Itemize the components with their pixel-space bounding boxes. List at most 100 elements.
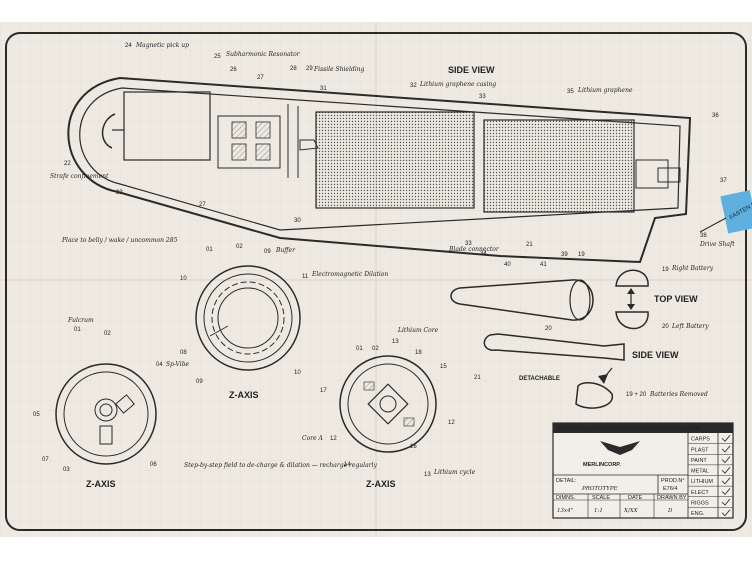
callout-10-center: 10 — [180, 276, 187, 282]
prod-number-value: E76/4 — [663, 486, 677, 492]
note-right-battery: Right Battery — [671, 265, 714, 272]
callout-09-center: 09 — [264, 249, 271, 255]
note-place-to-belly: Place to belly / wake / uncommon 285 — [61, 237, 178, 244]
callout-08: 08 — [180, 350, 187, 356]
paper-tag: FASTEN SELECTOR — [699, 187, 752, 234]
callout-27-top: 27 — [257, 75, 264, 81]
note-electromagnetic-dilation: Electromagnetic Dilation — [311, 271, 388, 278]
callout-32: 32 — [410, 83, 417, 89]
material-row-label: LITHIUM — [691, 479, 713, 485]
note-left-battery: Left Battery — [671, 323, 709, 330]
callout-16: 16 — [410, 444, 417, 450]
callout-09-center-bottom: 09 — [196, 379, 203, 385]
callout-10-center-bottom: 10 — [294, 370, 301, 376]
materials-table: CARPSPLASTPAINTMETALLITHIUMELECTRIGGSENG… — [688, 435, 733, 519]
prod-number-label: PROD.N° — [661, 478, 685, 484]
callout-05: 05 — [33, 412, 40, 418]
checkmark-icon — [721, 509, 731, 517]
callout-38: 38 — [700, 233, 707, 239]
detail-label: DETAIL: — [556, 478, 577, 484]
callout-22: 22 — [64, 161, 71, 167]
callout-33-top: 33 — [479, 94, 486, 100]
subharmonic-resonator — [217, 115, 281, 169]
material-row-label: ENG. — [691, 511, 705, 517]
detail-value: PROTOTYPE — [581, 486, 618, 492]
callout-39: 39 — [561, 252, 568, 258]
callout-40: 40 — [504, 262, 511, 268]
checkmark-icon — [721, 456, 731, 464]
scale-value: 1:1 — [594, 508, 603, 514]
detachable-heading: DETACHABLE — [519, 376, 560, 382]
callout-13-right-top: 13 — [392, 339, 399, 345]
callout-19-right-battery: 19 — [662, 267, 669, 273]
note-fissile-shielding: Fissile Shielding — [313, 66, 365, 73]
z-axis-center-heading: Z-AXIS — [229, 390, 259, 400]
material-row-label: ELECT — [691, 490, 709, 496]
date-label: DATE — [628, 495, 643, 501]
callout-27-bottom: 27 — [199, 202, 206, 208]
checkmark-icon — [721, 466, 731, 474]
note-core-a: Core A — [302, 435, 324, 442]
date-value: X/XX — [623, 508, 639, 514]
note-lithium-core: Lithium Core — [397, 327, 439, 334]
callout-25: 25 — [214, 54, 221, 60]
drawn-by-value: D — [667, 508, 673, 514]
drawn-by-label: DRAWN BY — [657, 495, 687, 501]
callout-23: 23 — [116, 190, 123, 196]
callout-28: 28 — [290, 66, 297, 72]
note-fulcrum: Fulcrum — [67, 317, 94, 324]
note-lithium-cycle: Lithium cycle — [433, 469, 476, 476]
callout-41: 41 — [540, 262, 547, 268]
callout-24: 24 — [125, 43, 132, 49]
merlincorp-logo — [600, 441, 640, 455]
callout-02-left: 02 — [104, 331, 111, 337]
callout-12-left: 12 — [330, 436, 337, 442]
note-step-by-step: Step-by-step field to de-charge & dilati… — [184, 462, 377, 469]
callout-34: 34 — [480, 251, 487, 257]
note-lithium-graphene-casing: Lithium graphene casing — [419, 81, 496, 88]
callout-20-left-battery: 20 — [662, 324, 669, 330]
callout-31: 31 — [320, 86, 327, 92]
company-name: MERLINCORP. — [583, 462, 621, 468]
callout-21: 21 — [474, 375, 481, 381]
note-sp-vibe: Sp-Vibe — [166, 361, 190, 368]
scale-label: SCALE — [592, 495, 610, 501]
detachable-side-view — [483, 333, 625, 409]
callout-18: 18 — [415, 350, 422, 356]
title-block: ELECTROMAGNETIC LITHIUM POWERED EXCALIBU… — [552, 422, 734, 519]
side-view-heading: SIDE VIEW — [448, 65, 495, 75]
z-axis-center-drawing — [195, 265, 301, 371]
material-row-label: PLAST — [691, 447, 709, 453]
detachable-top-view — [450, 269, 649, 330]
callout-15: 15 — [440, 364, 447, 370]
callout-33-bottom: 33 — [465, 241, 472, 247]
callout-19: 19 — [578, 252, 585, 258]
callout-14: 14 — [344, 462, 351, 468]
note-buffer: Buffer — [275, 247, 296, 254]
note-drive-shaft: Drive Shaft — [699, 241, 735, 248]
drawing-frame — [5, 32, 747, 531]
callout-06: 06 — [150, 462, 157, 468]
callout-20: 20 — [545, 326, 552, 332]
lithium-graphene-cell-2 — [483, 119, 635, 213]
callout-19-20: 19 + 20 — [626, 392, 647, 398]
checkmark-icon — [721, 488, 731, 496]
dims-value: 13x4" — [557, 508, 573, 514]
z-axis-right-heading: Z-AXIS — [366, 479, 396, 489]
side-view-small-heading: SIDE VIEW — [632, 350, 679, 360]
note-subharmonic-resonator: Subharmonic Resonator — [226, 51, 301, 58]
checkmark-icon — [721, 498, 731, 506]
callout-02-right: 02 — [372, 346, 379, 352]
callout-11: 11 — [302, 274, 309, 280]
hilt-side-view — [67, 76, 692, 264]
material-row-label: RIGGS — [691, 500, 709, 506]
lithium-graphene-cell-1 — [315, 111, 475, 209]
note-blade-connector: Blade connector — [448, 246, 500, 253]
z-axis-left-drawing — [55, 363, 157, 465]
material-row-label: METAL — [691, 469, 709, 475]
callout-12-right: 12 — [448, 420, 455, 426]
dims-label: DIMNS. — [556, 495, 576, 501]
title-block-header: ELECTROMAGNETIC LITHIUM POWERED EXCALIBU… — [557, 427, 700, 433]
callout-29: 29 — [306, 66, 313, 72]
